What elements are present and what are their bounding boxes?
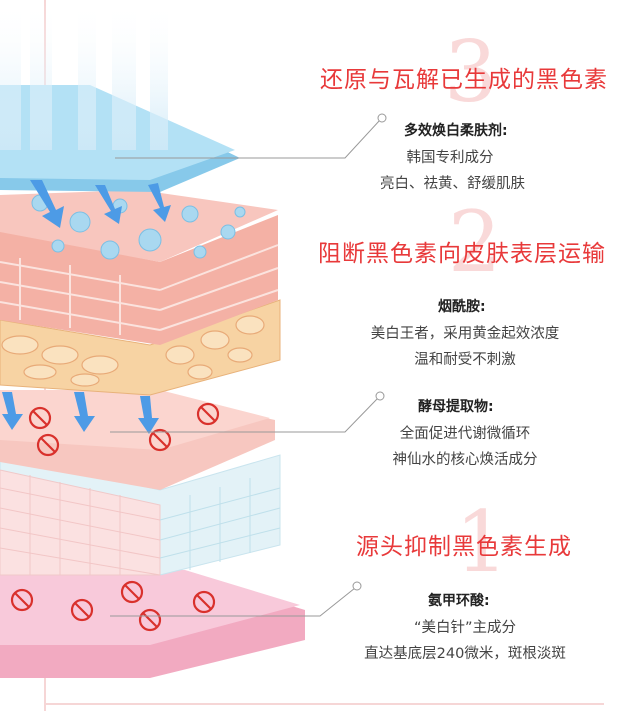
blocked-melanin-icon bbox=[10, 402, 220, 632]
section-heading: 阻断黑色素向皮肤表层运输 bbox=[318, 241, 606, 267]
ingredient-desc-line: 韩国专利成分 bbox=[406, 150, 494, 166]
callout-dot-icon bbox=[352, 113, 387, 591]
ingredient-desc-line: 直达基底层240微米，斑根淡斑 bbox=[364, 646, 566, 662]
ingredient-name: 酵母提取物: bbox=[418, 399, 494, 415]
section-number: 3 bbox=[444, 23, 498, 121]
ingredient-name: 多效焕白柔肤剂: bbox=[404, 123, 508, 139]
ingredient-name: 氨甲环酸: bbox=[428, 593, 490, 609]
light-beams bbox=[0, 0, 168, 150]
section-heading: 源头抑制黑色素生成 bbox=[356, 534, 572, 560]
section-number: 2 bbox=[448, 193, 502, 291]
ingredient-desc-line: 神仙水的核心焕活成分 bbox=[392, 452, 538, 468]
epidermis-layer bbox=[0, 190, 281, 396]
frame-bottom-border bbox=[44, 703, 604, 705]
ingredient-desc-line: “美白针”主成分 bbox=[413, 620, 517, 636]
ingredient-desc-line: 美白王者，采用黄金起效浓度 bbox=[370, 326, 560, 342]
section-number: 1 bbox=[455, 493, 509, 591]
down-arrow-icon bbox=[2, 180, 171, 434]
section-heading: 还原与瓦解已生成的黑色素 bbox=[320, 67, 608, 93]
ingredient-desc-line: 温和耐受不刺激 bbox=[414, 352, 516, 368]
ingredient-desc-line: 全面促进代谢微循环 bbox=[399, 426, 531, 442]
callout-lines bbox=[110, 119, 381, 617]
cell-layer bbox=[0, 390, 281, 576]
ingredient-name: 烟酰胺: bbox=[438, 299, 486, 315]
ingredient-desc-line: 亮白、祛黄、舒缓肌肤 bbox=[380, 176, 525, 192]
